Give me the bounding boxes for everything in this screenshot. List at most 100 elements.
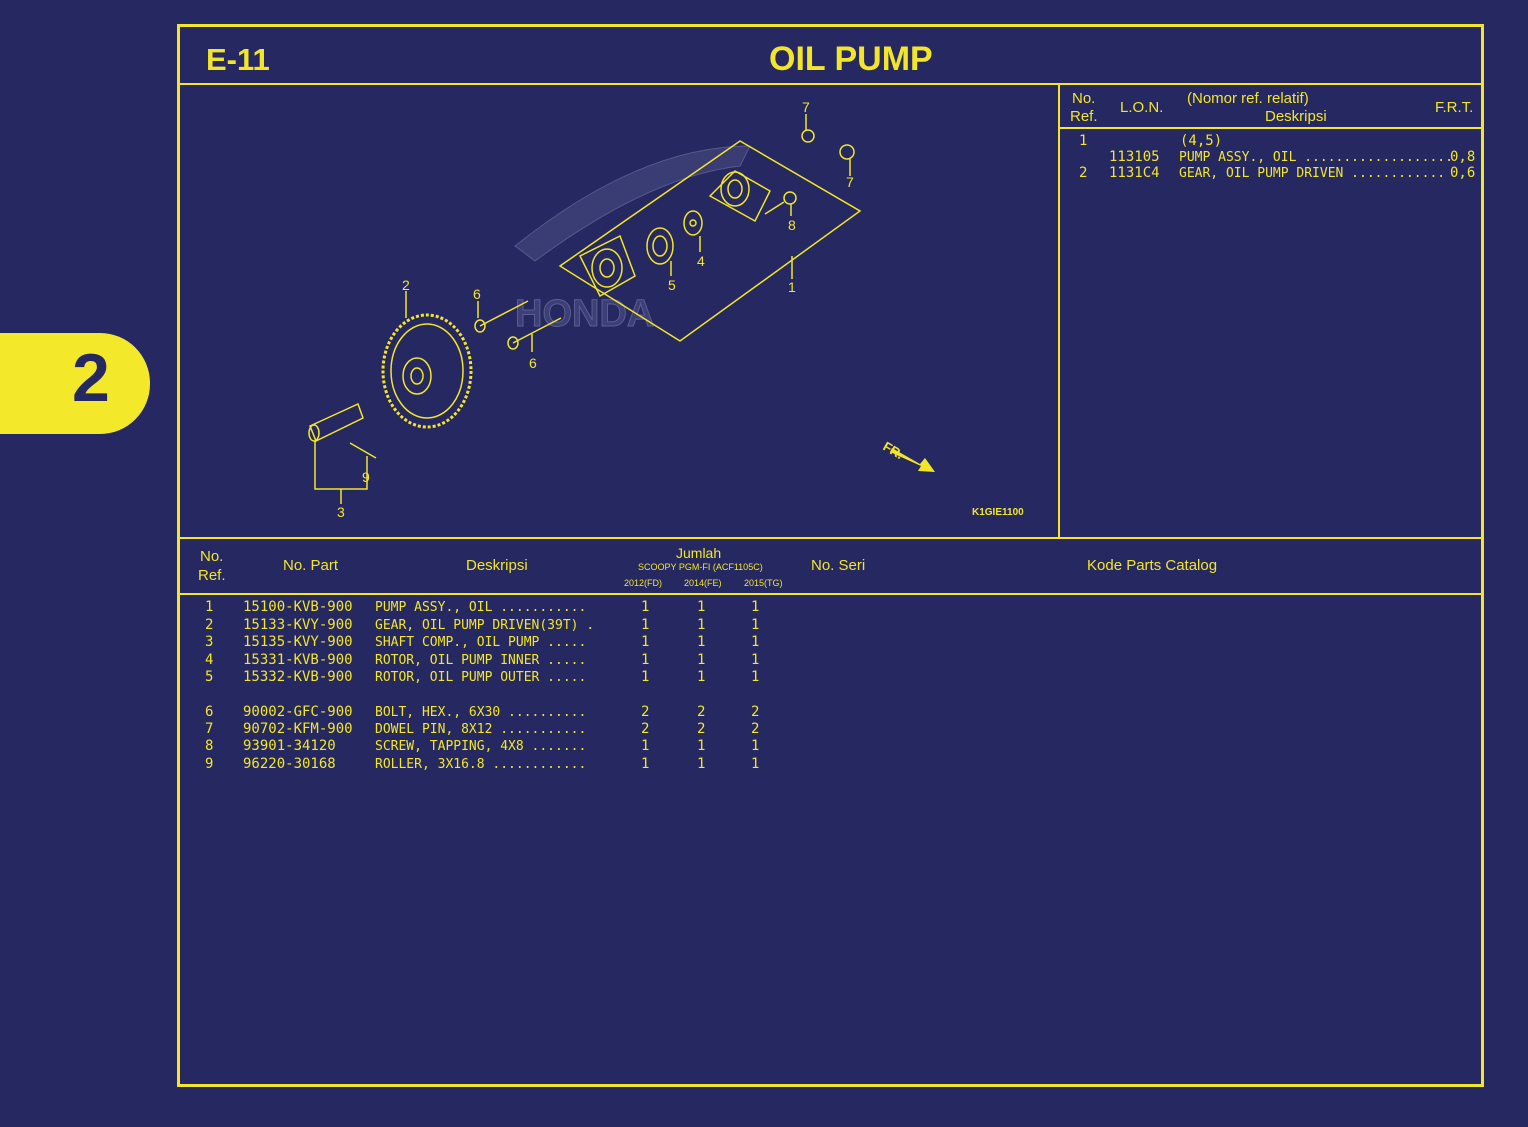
callout-2: 2: [402, 277, 410, 293]
row-qty-2014: 1: [697, 669, 706, 685]
row-qty-2012: 2: [641, 721, 650, 737]
row-part-number: 96220-30168: [243, 756, 336, 772]
outer-rotor: [646, 227, 674, 265]
screw: [764, 191, 797, 215]
row-qty-2012: 1: [641, 617, 650, 633]
assembly-outline: [558, 140, 862, 342]
callout-5: 5: [668, 277, 676, 293]
callout-8: 8: [788, 217, 796, 233]
row-description: BOLT, HEX., 6X30 ..........: [375, 705, 587, 720]
catalog-page-frame: [177, 24, 1484, 1087]
row-qty-2012: 1: [641, 738, 650, 754]
row-qty-2012: 2: [641, 704, 650, 720]
row-ref: 9: [205, 756, 214, 772]
callout-6b: 6: [529, 355, 537, 371]
row-description: PUMP ASSY., OIL ...........: [375, 600, 587, 615]
callout-7a: 7: [802, 99, 810, 115]
section-number: 2: [72, 340, 110, 416]
lon-row-frt: 0,8: [1450, 149, 1476, 165]
row-qty-2015: 2: [751, 721, 760, 737]
honda-watermark: HONDA: [515, 293, 654, 335]
lon-frt-header: F.R.T.: [1435, 99, 1474, 116]
lon-row-frt: 0,6: [1450, 165, 1476, 181]
row-qty-2014: 1: [697, 738, 706, 754]
parts-ref-header: Ref.: [198, 567, 226, 584]
row-qty-2015: 1: [751, 756, 760, 772]
lon-row-no: 2: [1079, 165, 1088, 181]
row-qty-2012: 1: [641, 634, 650, 650]
row-qty-2014: 1: [697, 617, 706, 633]
row-qty-2014: 2: [697, 721, 706, 737]
parts-year-2012: 2012(FD): [624, 578, 663, 588]
bolts: [474, 300, 562, 350]
row-description: ROTOR, OIL PUMP INNER .....: [375, 653, 587, 668]
lon-row-lon: 113105: [1109, 149, 1160, 165]
row-part-number: 15332-KVB-900: [243, 669, 353, 685]
pump-cover: [708, 170, 771, 223]
lon-divider: [1058, 85, 1060, 537]
callout-1: 1: [788, 279, 796, 295]
lon-deskripsi-header: Deskripsi: [1265, 108, 1327, 125]
page-title: OIL PUMP: [769, 40, 933, 78]
row-qty-2014: 1: [697, 599, 706, 615]
row-description: DOWEL PIN, 8X12 ...........: [375, 722, 587, 737]
row-ref: 7: [205, 721, 214, 737]
row-ref: 3: [205, 634, 214, 650]
lon-row-desc: (4,5): [1180, 133, 1223, 149]
row-part-number: 90702-KFM-900: [243, 721, 353, 737]
pump-shaft: [308, 402, 377, 459]
honda-wing-watermark: [514, 145, 751, 262]
diagram-code: K1GIE1100: [972, 507, 1024, 518]
row-qty-2012: 1: [641, 669, 650, 685]
dowel-pins: [801, 129, 855, 160]
lon-row-no: 1: [1079, 133, 1088, 149]
lon-row-lon: 1131C4: [1109, 165, 1160, 181]
row-part-number: 93901-34120: [243, 738, 336, 754]
callout-6a: 6: [473, 286, 481, 302]
front-label: FR.: [881, 439, 907, 462]
row-qty-2014: 1: [697, 634, 706, 650]
row-ref: 8: [205, 738, 214, 754]
parts-no-header: No.: [200, 548, 224, 565]
lon-ref-header: Ref.: [1070, 108, 1098, 125]
row-part-number: 15100-KVB-900: [243, 599, 353, 615]
row-qty-2012: 1: [641, 599, 650, 615]
row-description: ROLLER, 3X16.8 ............: [375, 757, 587, 772]
section-tab[interactable]: 2: [0, 333, 150, 434]
inner-rotor: [683, 210, 703, 236]
header-divider: [180, 83, 1482, 85]
parts-jumlah-header: Jumlah: [676, 545, 722, 561]
row-qty-2014: 1: [697, 756, 706, 772]
parts-model-header: SCOOPY PGM-FI (ACF1105C): [638, 562, 763, 572]
row-qty-2015: 1: [751, 617, 760, 633]
row-part-number: 15331-KVB-900: [243, 652, 353, 668]
row-part-number: 15135-KVY-900: [243, 634, 353, 650]
lon-nomor-header: (Nomor ref. relatif): [1187, 90, 1309, 107]
row-ref: 5: [205, 669, 214, 685]
lon-header-divider: [1060, 127, 1482, 129]
row-qty-2015: 1: [751, 599, 760, 615]
row-part-number: 90002-GFC-900: [243, 704, 353, 720]
row-description: SHAFT COMP., OIL PUMP .....: [375, 635, 587, 650]
front-arrow-icon: [890, 448, 935, 472]
callout-9: 9: [362, 469, 370, 485]
lon-header: L.O.N.: [1120, 99, 1164, 116]
section-code: E-11: [206, 42, 270, 77]
row-ref: 4: [205, 652, 214, 668]
row-qty-2015: 1: [751, 634, 760, 650]
row-ref: 6: [205, 704, 214, 720]
row-part-number: 15133-KVY-900: [243, 617, 353, 633]
row-description: SCREW, TAPPING, 4X8 .......: [375, 739, 587, 754]
callout-7b: 7: [846, 174, 854, 190]
diagram-bottom-divider: [180, 537, 1482, 539]
row-qty-2015: 1: [751, 738, 760, 754]
parts-catalog-header: Kode Parts Catalog: [1087, 557, 1218, 574]
row-ref: 1: [205, 599, 214, 615]
parts-year-2015: 2015(TG): [744, 578, 783, 588]
row-qty-2014: 2: [697, 704, 706, 720]
callout-3: 3: [337, 504, 345, 520]
lon-row-desc: PUMP ASSY., OIL ...................: [1179, 150, 1453, 165]
row-description: GEAR, OIL PUMP DRIVEN(39T) .: [375, 618, 595, 633]
row-qty-2015: 1: [751, 652, 760, 668]
row-qty-2015: 2: [751, 704, 760, 720]
